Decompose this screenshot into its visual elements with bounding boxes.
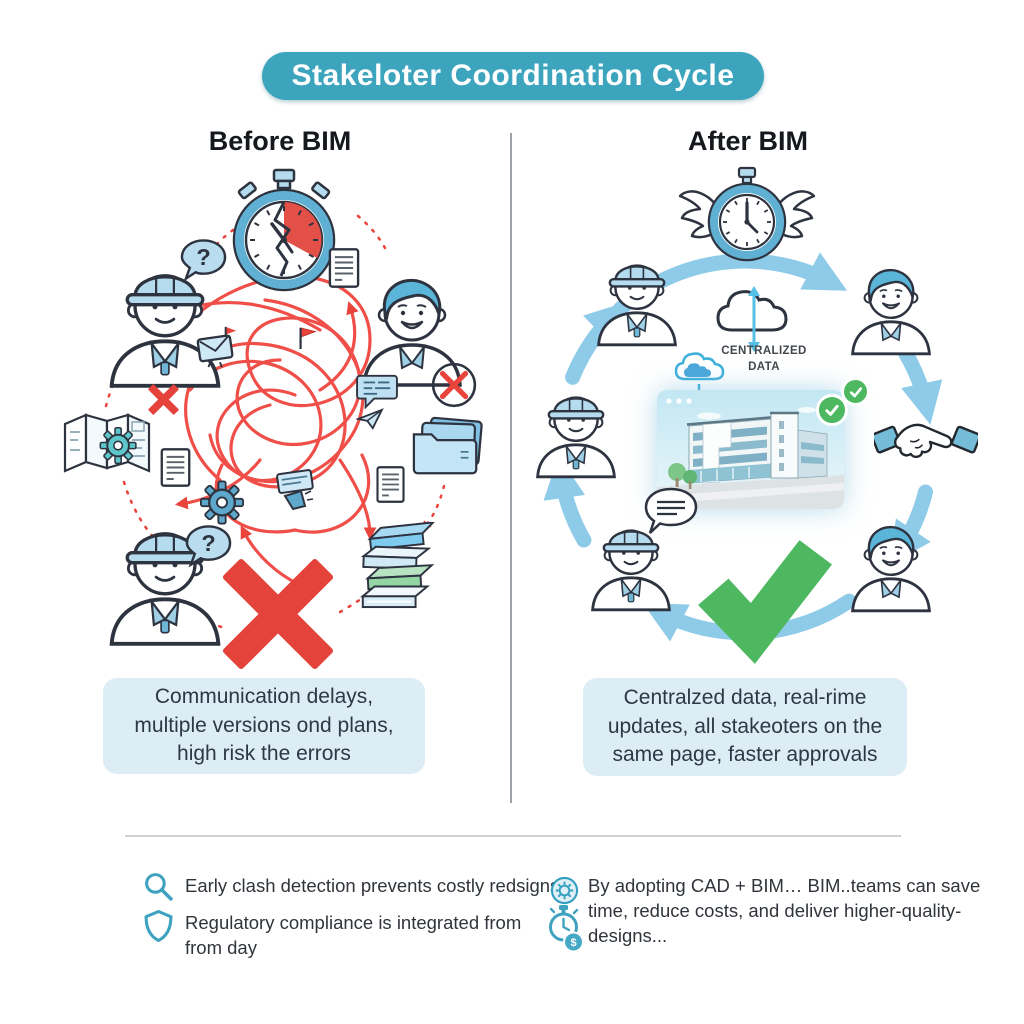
- folder-icon: [412, 416, 483, 475]
- engineer-cycle-top-left: [589, 244, 685, 348]
- svg-text:?: ?: [201, 530, 215, 556]
- after-summary-box: Centralzed data, real-rime updates, all …: [583, 678, 907, 776]
- broken-stopwatch-icon: [232, 168, 336, 292]
- comment-bubble-icon: [644, 487, 698, 534]
- gear-badge-icon: [550, 876, 579, 905]
- after-summary-text: Centralzed data, real-rime updates, all …: [607, 685, 883, 767]
- bim-model-card: [657, 390, 844, 509]
- shield-icon: [144, 909, 173, 943]
- check-icon: [849, 386, 862, 397]
- horizontal-divider: [125, 835, 901, 837]
- green-check-icon-large: [698, 540, 832, 664]
- before-summary-box: Communication delays, multiple versions …: [103, 678, 425, 774]
- question-bubble-icon: ?: [180, 238, 227, 282]
- mail-flag-icon: [196, 326, 237, 368]
- centralized-data-label: CENTRALIZED DATA: [721, 345, 807, 373]
- megaphone-note-icon: [276, 469, 314, 511]
- handshake-icon: [874, 423, 978, 459]
- green-check-badge: [816, 394, 848, 426]
- title-banner: Stakeloter Coordination Cycle: [262, 52, 764, 100]
- chaos-scribble-lines: [104, 212, 448, 630]
- red-cross-icon-large: [219, 558, 337, 670]
- after-heading: After BIM: [688, 126, 808, 156]
- building-render: [657, 398, 844, 509]
- speech-bubble-icon: [356, 374, 398, 410]
- svg-text:?: ?: [196, 244, 210, 270]
- map-icon: [63, 413, 151, 473]
- document-icon: [328, 248, 360, 288]
- circle-cross-icon: [430, 361, 478, 409]
- svg-text:$: $: [570, 937, 576, 949]
- books-icon: [360, 522, 436, 609]
- stopwatch-coin-icon: $: [549, 905, 584, 953]
- stakeholder-cycle-bottom-right: [843, 510, 939, 614]
- gear-icon: [200, 480, 244, 525]
- winged-stopwatch-icon: [678, 166, 816, 262]
- magnifier-icon: [145, 873, 173, 901]
- paper-plane-icon: [356, 408, 384, 430]
- title-text: Stakeloter Coordination Cycle: [291, 59, 735, 92]
- before-heading: Before BIM: [208, 126, 352, 156]
- document-icon: [160, 448, 191, 487]
- vertical-divider: [510, 133, 512, 803]
- footer-note-benefits: By adopting CAD + BIM… BIM..teams can sa…: [588, 875, 981, 946]
- footer-note-compliance: Regulatory compliance is integrated from…: [185, 912, 522, 958]
- check-icon: [825, 404, 839, 416]
- stakeholder-cycle-top-right: [843, 254, 939, 356]
- footer-note-clash: Early clash detection prevents costly re…: [185, 875, 560, 896]
- before-summary-text: Communication delays, multiple versions …: [134, 684, 394, 766]
- document-icon: [376, 466, 405, 503]
- cloud-sync-icon: [716, 286, 788, 352]
- engineer-cycle-left: [528, 376, 624, 480]
- question-bubble-icon: ?: [185, 524, 232, 568]
- flag-icon: [299, 327, 317, 349]
